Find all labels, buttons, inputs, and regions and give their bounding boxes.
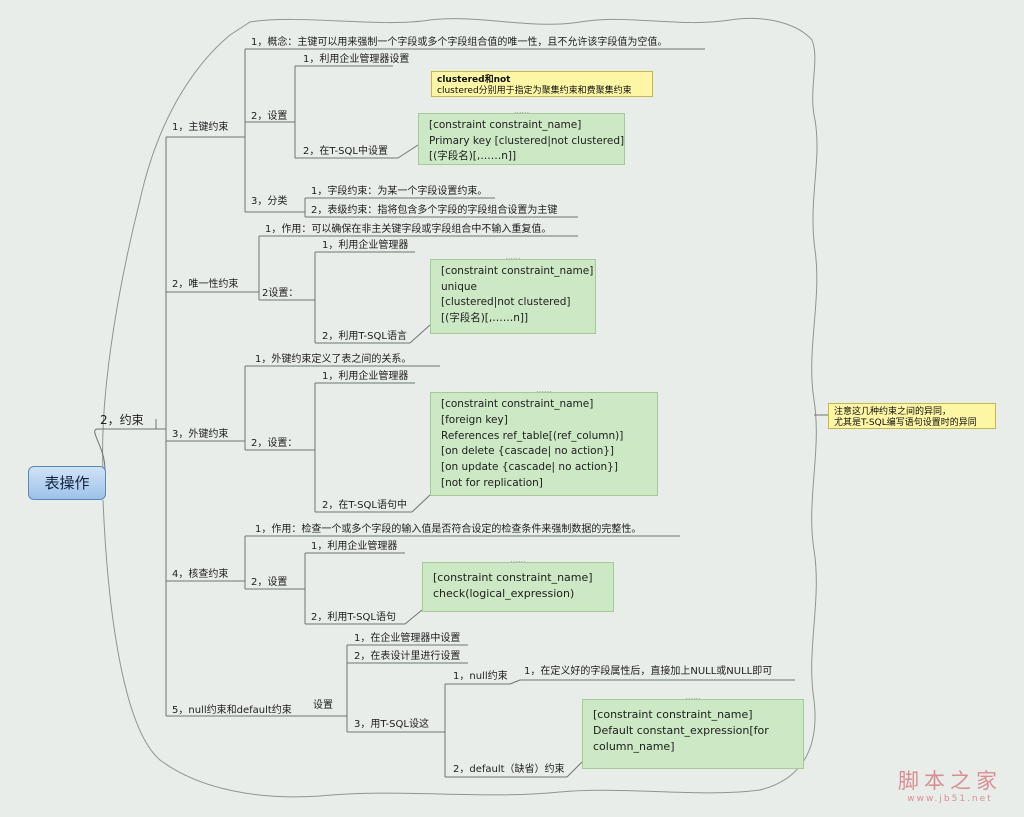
side-note: 注意这几种约束之间的异同， 尤其是T-SQL编写语句设置时的异同 [828,403,996,429]
code-line: [constraint constraint_name] [441,398,594,410]
default-code-block: [constraint constraint_name] Default con… [582,699,804,769]
pk-concept[interactable]: 1，概念：主键可以用来强制一个字段或多个字段组合值的唯一性，且不允许该字段值为空… [251,37,668,48]
pk-clustered-note: clustered和not clustered分别用于指定为聚集约束和费聚集约束 [431,71,653,97]
pk-field-constraint[interactable]: 1，字段约束：为某一个字段设置约束。 [311,186,488,197]
fk-definition[interactable]: 1，外键约束定义了表之间的关系。 [255,354,412,365]
code-line: References ref_table[(ref_column)] [441,429,624,442]
note-line: clustered分别用于指定为聚集约束和费聚集约束 [437,86,632,96]
code-line: [constraint constraint_name] [433,571,593,584]
null-constraint-detail[interactable]: 1，在定义好的字段属性后，直接加上NULL或NULL即可 [524,666,773,677]
uq-setting-manager[interactable]: 1，利用企业管理器 [322,240,409,251]
pk-classify-node[interactable]: 3，分类 [251,196,288,207]
note-line: 尤其是T-SQL编写语句设置时的异同 [834,418,977,428]
code-line: Default constant_expression[for [593,724,769,737]
fk-setting-manager[interactable]: 1，利用企业管理器 [322,371,409,382]
watermark-url: www.jb51.net [907,794,993,804]
nd-setting-manager[interactable]: 1，在企业管理器中设置 [354,633,461,644]
code-line: column_name] [593,740,675,753]
code-line: check(logical_expression) [433,587,575,600]
pk-table-constraint[interactable]: 2，表级约束：指将包含多个字段的字段组合设置为主键 [311,205,558,216]
fk-code-block: [constraint constraint_name] [foreign ke… [430,392,658,496]
uq-setting-tsql[interactable]: 2，利用T-SQL语言 [322,331,407,342]
code-line: [on delete {cascade| no action}] [441,445,615,458]
note-line: clustered和not [437,75,511,85]
ck-setting-tsql[interactable]: 2，利用T-SQL语句 [311,612,396,623]
root-node[interactable]: 表操作 [28,466,106,500]
uq-code-block: [constraint constraint_name] unique [clu… [430,259,596,334]
code-line: [constraint constraint_name] [593,708,753,721]
code-line: [constraint constraint_name] [441,265,594,277]
pk-code-block: [constraint constraint_name] Primary key… [418,113,625,165]
pk-setting-tsql[interactable]: 2，在T-SQL中设置 [303,146,388,157]
fk-setting-tsql[interactable]: 2，在T-SQL语句中 [322,500,407,511]
uq-setting-node[interactable]: 2设置： [262,288,299,299]
nd-setting-designer[interactable]: 2，在表设计里进行设置 [354,651,461,662]
null-constraint-node[interactable]: 1，null约束 [453,671,508,682]
constraint-node[interactable]: 2，约束 [100,413,144,427]
code-line: [(字段名)[,……n]] [441,311,529,324]
ck-code-block: [constraint constraint_name] check(logic… [422,562,614,612]
code-line: unique [441,280,478,293]
ck-setting-node[interactable]: 2，设置 [251,577,288,588]
uq-node[interactable]: 2，唯一性约束 [172,279,239,290]
code-line: Primary key [clustered|not clustered] [429,134,625,147]
uq-purpose[interactable]: 1，作用：可以确保在非主关键字段或字段组合中不输入重复值。 [265,224,552,235]
code-line: [on update {cascade| no action}] [441,461,618,474]
code-line: [foreign key] [441,413,508,426]
code-line: [clustered|not clustered] [441,296,571,308]
pk-setting-node[interactable]: 2，设置 [251,111,288,122]
pk-setting-manager[interactable]: 1，利用企业管理器设置 [303,54,410,65]
fk-node[interactable]: 3，外键约束 [172,429,229,440]
watermark: 脚本之家 www.jb51.net [898,768,1002,805]
nd-node[interactable]: 5，null约束和default约束 [172,705,292,716]
code-line: [not for replication] [441,476,543,489]
pk-node[interactable]: 1，主键约束 [172,122,229,133]
fk-setting-node[interactable]: 2，设置： [251,438,298,449]
ck-setting-manager[interactable]: 1，利用企业管理器 [311,541,398,552]
default-constraint-node[interactable]: 2，default（缺省）约束 [453,764,565,775]
code-line: [constraint constraint_name] [429,119,582,131]
ck-purpose[interactable]: 1，作用：检查一个或多个字段的输入值是否符合设定的检查条件来强制数据的完整性。 [255,524,642,535]
nd-setting-node[interactable]: 设置 [313,700,333,711]
nd-setting-tsql[interactable]: 3，用T-SQL设这 [354,719,429,730]
watermark-title: 脚本之家 [898,769,1002,793]
code-line: [(字段名)[,……n]] [429,150,517,162]
ck-node[interactable]: 4，核查约束 [172,569,229,580]
boundary-line [102,17,818,798]
note-line: 注意这几种约束之间的异同， [834,407,952,417]
